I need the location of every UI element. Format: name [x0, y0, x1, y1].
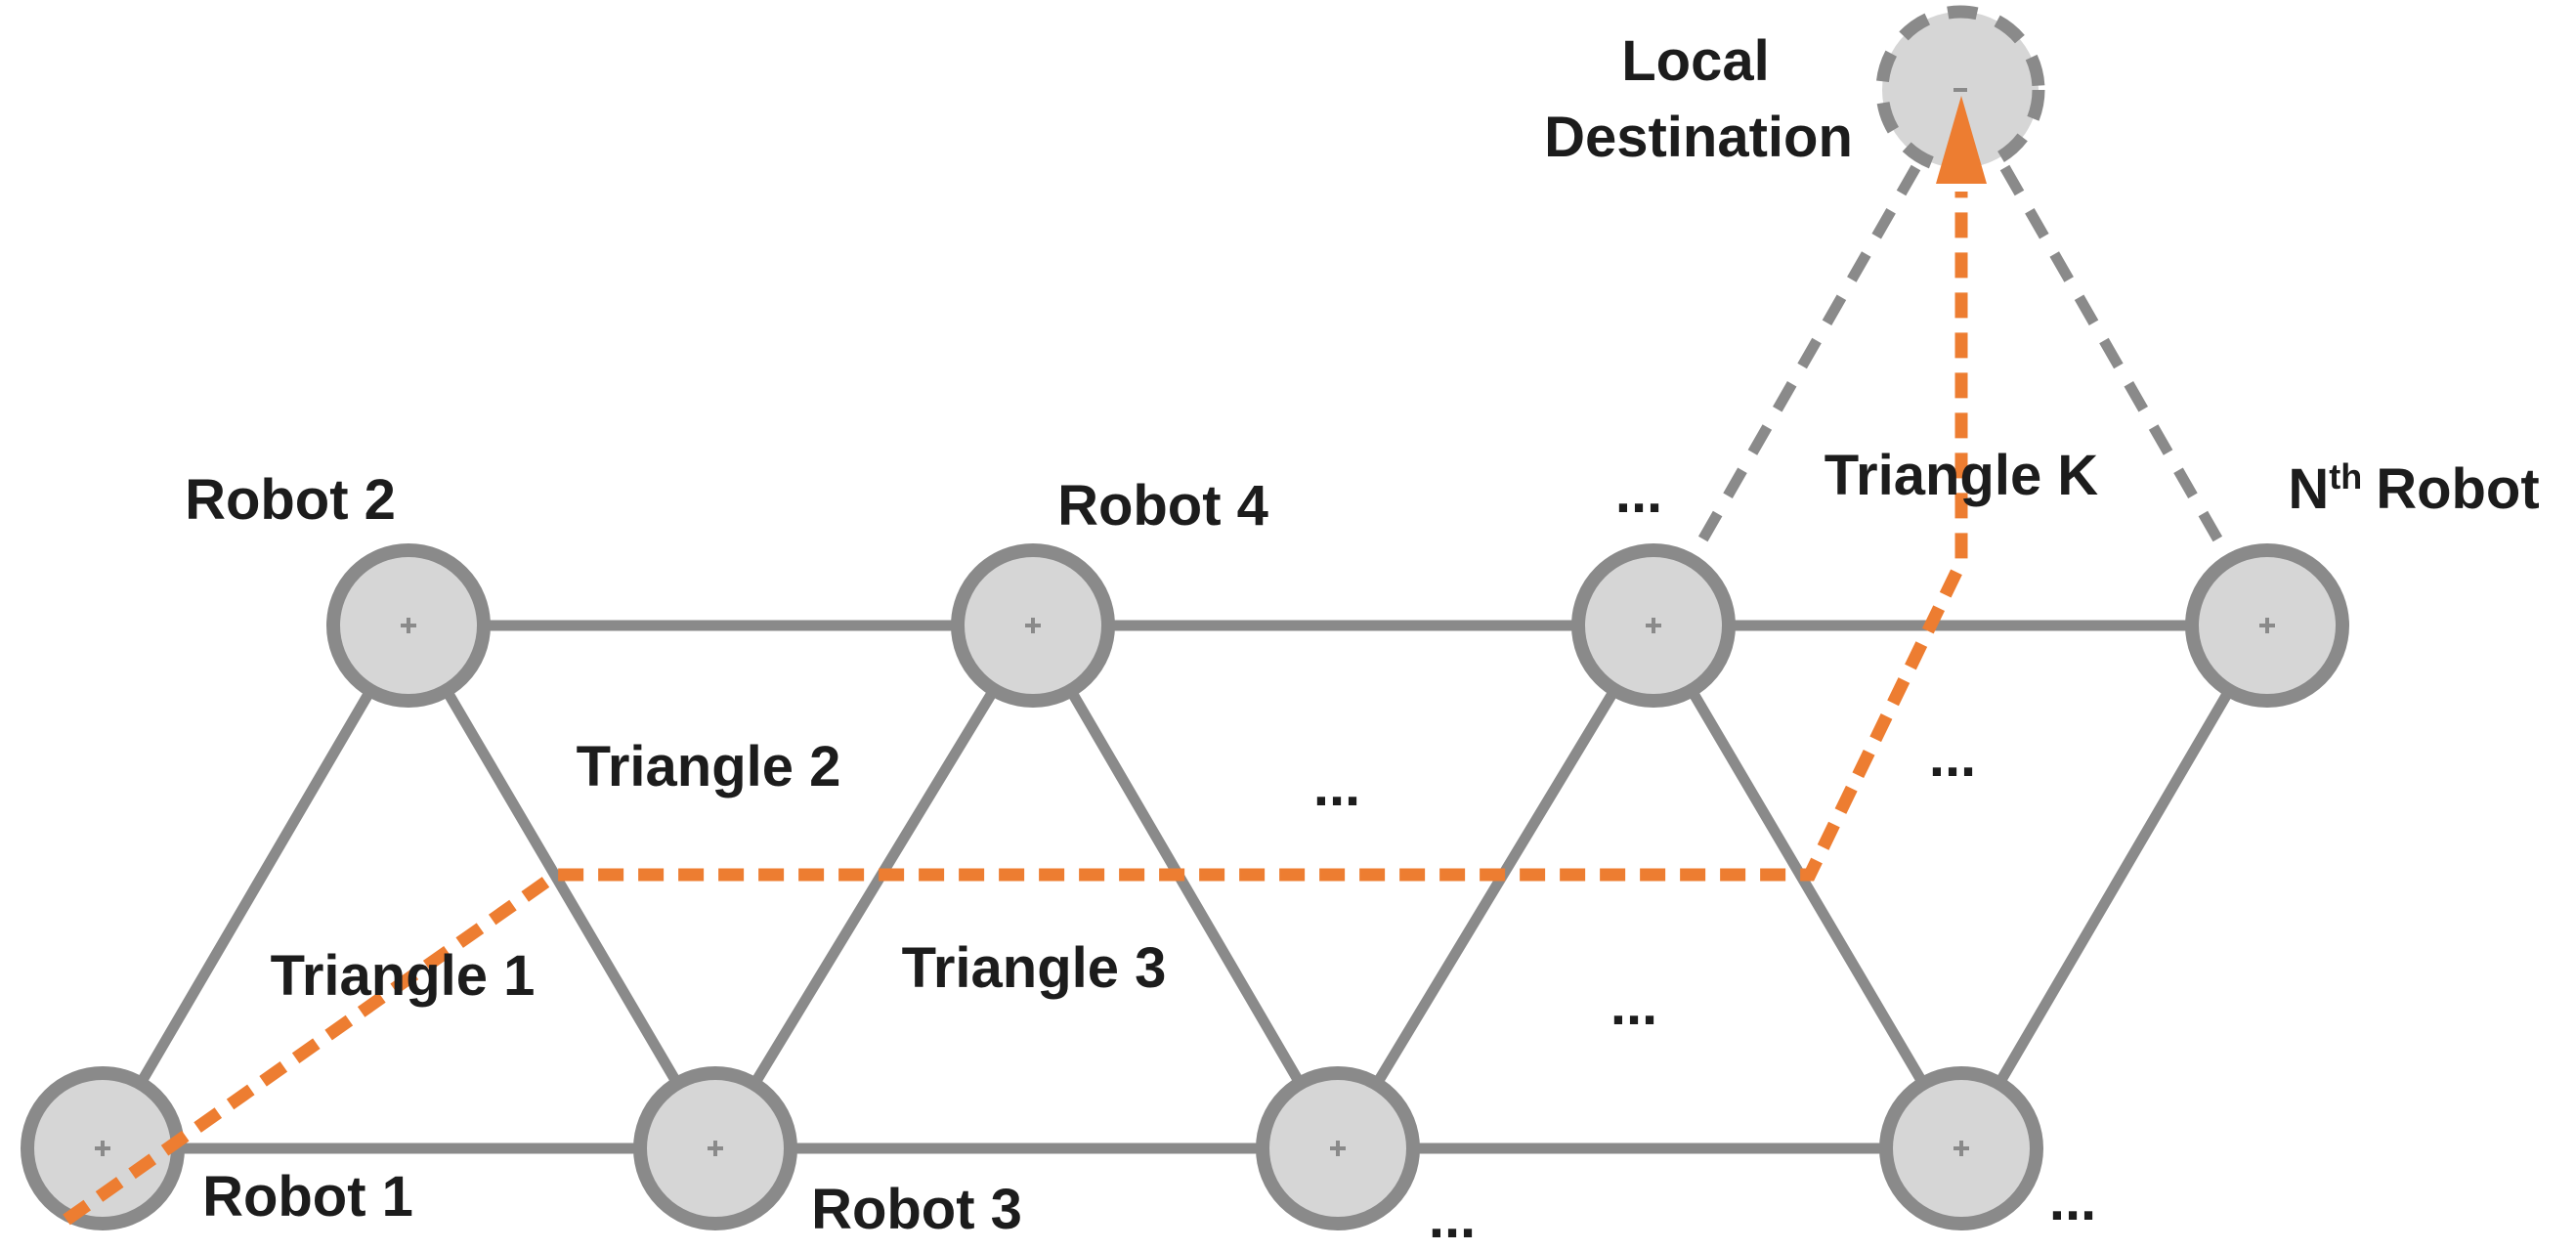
label-robot-2: Robot 2 [185, 468, 396, 532]
edge-robot4-node6 [1028, 623, 1343, 1151]
label-robot-1: Robot 1 [202, 1165, 413, 1229]
label-triangle-3: Triangle 3 [902, 936, 1167, 1000]
label-local-destination-line2: Destination [1544, 106, 1853, 169]
center-mark [708, 1141, 723, 1156]
route-dashed-line [63, 192, 1968, 1226]
destination-links [1649, 87, 2272, 628]
label-triangle-1: Triangle 1 [271, 944, 536, 1008]
center-mark [1646, 618, 1661, 633]
label-ellipsis-top-row: ... [1615, 461, 1662, 525]
edge-robot1-robot2 [98, 623, 413, 1151]
center-mark [1330, 1141, 1346, 1156]
edge-node7-nth-robot [1956, 623, 2272, 1151]
center-mark [401, 618, 416, 633]
edge-robot2-robot3 [404, 623, 720, 1151]
center-mark [1953, 1141, 1969, 1156]
label-triangle-2: Triangle 2 [577, 735, 841, 798]
edge-node6-node5 [1333, 623, 1658, 1151]
labels: Local Destination Robot 2 Robot 4 ... Tr… [185, 29, 2540, 1250]
label-local-destination-line1: Local [1621, 29, 1770, 93]
edge-dashed-node5-destination [1649, 87, 1965, 628]
label-ellipsis-upper-band-right: ... [1929, 725, 1976, 789]
robot-nodes [21, 5, 2349, 1230]
route-arrowhead-icon [1936, 96, 1987, 184]
mesh-edges [98, 620, 2272, 1154]
node-center-marks [95, 88, 2275, 1156]
edge-dashed-nth-robot-destination [1955, 87, 2272, 628]
label-triangle-k: Triangle K [1825, 444, 2099, 507]
label-robot-4: Robot 4 [1057, 474, 1268, 538]
center-mark [1025, 618, 1041, 633]
label-ellipsis-bottom-row-right: ... [2049, 1169, 2096, 1232]
label-ellipsis-lower-band: ... [1610, 973, 1657, 1037]
edge-node5-node7 [1649, 623, 1966, 1151]
center-mark [95, 1141, 110, 1156]
center-mark [2259, 618, 2275, 633]
edge-robot3-robot4 [710, 623, 1038, 1151]
label-ellipsis-upper-band: ... [1313, 755, 1360, 818]
label-robot-3: Robot 3 [811, 1178, 1022, 1241]
label-ellipsis-bottom-row: ... [1429, 1186, 1476, 1250]
route-path [63, 96, 1987, 1226]
